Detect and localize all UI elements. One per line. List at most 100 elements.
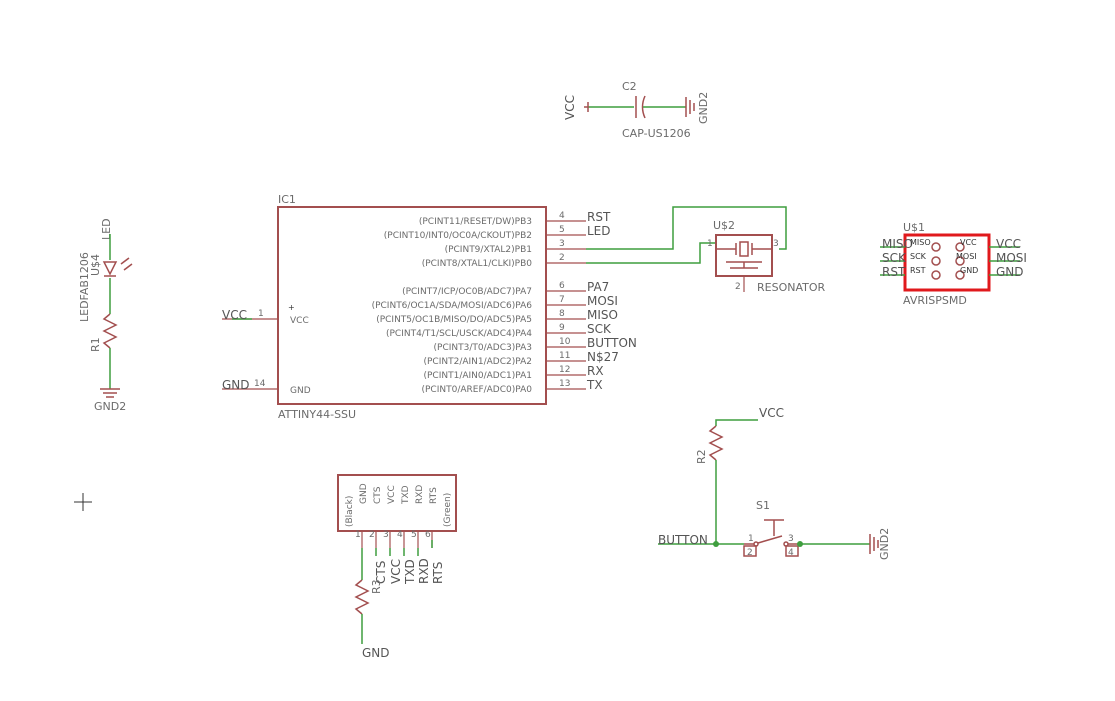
ic1-pin-pb0[interactable]: (PCINT8/XTAL1/CLKI)PB0 2 [422,253,586,269]
ic1-attiny44[interactable]: IC1 ATTINY44-SSU + VCC 1 VCC GND 14 GND … [222,193,637,421]
ic1-pin-num: 5 [559,225,565,235]
resonator-name: U$2 [713,219,735,232]
ic1-pin-label: (PCINT8/XTAL1/CLKI)PB0 [422,259,533,269]
resonator-value: RESONATOR [757,281,826,294]
ic1-pin-num: 4 [559,211,565,221]
ic1-gnd-label: GND [290,386,311,396]
isp-pin-mosi: MOSI [956,252,977,261]
isp-pin-rst: RST [910,266,926,275]
ic1-name: IC1 [278,193,296,206]
s1-pin2: 2 [747,548,753,558]
ftdi-label: (Green) [443,493,453,527]
capacitor-c2[interactable]: C2 VCC GND2 CAP-US1206 [563,80,710,140]
ftdi-net: CTS [374,561,388,584]
wire-pb0-resonator[interactable] [586,242,716,264]
isp-name: U$1 [903,221,925,234]
ic1-origin-mark: + [288,303,295,312]
ic1-pin-net: MISO [587,308,618,322]
ic1-pin-pa1[interactable]: (PCINT1/AIN0/ADC1)PA1 12 RX [423,364,603,381]
ftdi-header[interactable]: (Black) GND CTS VCC TXD RXD RTS (Green) … [337,474,457,660]
ftdi-pin-num: 1 [355,530,361,540]
isp-net-mosi: MOSI [996,251,1027,265]
ic1-gnd-net: GND [222,378,250,392]
crosshair-icon [74,493,92,511]
led-value: LEDFAB1206 [78,252,91,322]
c2-value: CAP-US1206 [622,127,691,140]
ic1-pin-label: (PCINT10/INT0/OC0A/CKOUT)PB2 [384,231,532,241]
led-net-gnd2: GND2 [94,400,126,413]
ic1-pin-label: (PCINT0/AREF/ADC0)PA0 [421,385,532,395]
ftdi-label: GND [359,483,369,504]
isp-net-vcc: VCC [996,237,1021,251]
ic1-pin-pa3[interactable]: (PCINT3/T0/ADC3)PA3 10 BUTTON [434,336,637,353]
resonator-u2[interactable]: U$2 1 3 2 RESONATOR [707,219,826,294]
s1-pin4: 4 [788,548,794,558]
ftdi-pin-num: 3 [383,530,389,540]
ftdi-gnd-net: GND [362,646,390,660]
ic1-pin-label: (PCINT2/AIN1/ADC2)PA2 [423,357,532,367]
ic1-vcc-net: VCC [222,308,247,322]
ic1-pin-num: 12 [559,365,570,375]
wire-pb1-resonator[interactable] [586,206,787,250]
ic1-pin-num: 13 [559,379,570,389]
ic1-gnd-pinnum: 14 [254,379,266,389]
ic1-pin-label: (PCINT6/OC1A/SDA/MOSI/ADC6)PA6 [372,301,533,311]
ic1-pin-pb3[interactable]: (PCINT11/RESET/DW)PB3 4 RST [419,210,611,227]
ftdi-net: RXD [417,558,431,584]
ic1-pin-net: TX [586,378,603,392]
ic1-pin-pa6[interactable]: (PCINT6/OC1A/SDA/MOSI/ADC6)PA6 7 MOSI [372,294,618,311]
isp-header-u1[interactable]: U$1 MISO SCK RST MISO SCK RST VCC MOSI G… [880,221,1027,307]
ic1-pin-pb2[interactable]: (PCINT10/INT0/OC0A/CKOUT)PB2 5 LED [384,224,611,241]
ftdi-label: VCC [387,485,397,504]
led-circuit[interactable]: LED LEDFAB1206 U$4 R1 GND2 [78,218,133,413]
ic1-value: ATTINY44-SSU [278,408,356,421]
ic1-pin-net: SCK [587,322,612,336]
ic1-pin-pa2[interactable]: (PCINT2/AIN1/ADC2)PA2 11 N$27 [423,350,618,367]
ic1-pin-pa7[interactable]: (PCINT7/ICP/OC0B/ADC7)PA7 6 PA7 [402,280,609,297]
ic1-pin-num: 8 [559,309,565,319]
ftdi-label: CTS [373,486,383,504]
ic1-pin-net: RST [587,210,611,224]
ic1-pin-net: RX [587,364,604,378]
ic1-pin-pa5[interactable]: (PCINT5/OC1B/MISO/DO/ADC5)PA5 8 MISO [376,308,618,325]
junction-dot [713,541,719,547]
isp-pin-miso: MISO [910,238,931,247]
ic1-pin-pb1[interactable]: (PCINT9/XTAL2)PB1 3 [445,239,586,255]
ftdi-net: TXD [403,559,417,585]
button-circuit[interactable]: VCC R2 BUTTON S1 1 2 3 4 GND2 [658,406,891,560]
ftdi-label: (Black) [345,496,355,527]
ic1-pin-net: MOSI [587,294,618,308]
button-gnd2-net: GND2 [878,528,891,560]
led-net-label: LED [100,218,113,240]
ftdi-pin-num: 6 [425,530,431,540]
ic1-vcc-label: VCC [290,316,309,326]
ic1-pin-label: (PCINT1/AIN0/ADC1)PA1 [423,371,532,381]
isp-selection-box [903,233,991,292]
ic1-pin-label: (PCINT9/XTAL2)PB1 [445,245,532,255]
button-vcc-net: VCC [759,406,784,420]
junction-dot [797,541,803,547]
ic1-pin-net: N$27 [587,350,619,364]
ic1-pin-num: 6 [559,281,565,291]
resonator-pin1: 1 [707,239,713,249]
ftdi-label: RTS [429,487,439,504]
ftdi-pin-num: 4 [397,530,403,540]
isp-net-gnd: GND [996,265,1024,279]
ic1-pin-num: 10 [559,337,571,347]
resonator-pin3: 3 [773,239,779,249]
ic1-pin-num: 9 [559,323,565,333]
ftdi-net: RTS [431,562,445,584]
s1-pin1: 1 [748,534,754,544]
isp-net-sck: SCK [882,251,907,265]
ftdi-net: VCC [389,559,403,584]
ic1-pin-label: (PCINT4/T1/SCL/USCK/ADC4)PA4 [386,329,532,339]
ftdi-pin-num: 2 [369,530,375,540]
r2-name: R2 [695,449,708,464]
ic1-pin-pa4[interactable]: (PCINT4/T1/SCL/USCK/ADC4)PA4 9 SCK [386,322,612,339]
isp-net-rst: RST [882,265,906,279]
ic1-pin-label: (PCINT11/RESET/DW)PB3 [419,217,532,227]
led-name: U$4 [89,254,102,276]
ic1-pin-pa0[interactable]: (PCINT0/AREF/ADC0)PA0 13 TX [421,378,602,395]
isp-pin-gnd: GND [960,266,978,275]
